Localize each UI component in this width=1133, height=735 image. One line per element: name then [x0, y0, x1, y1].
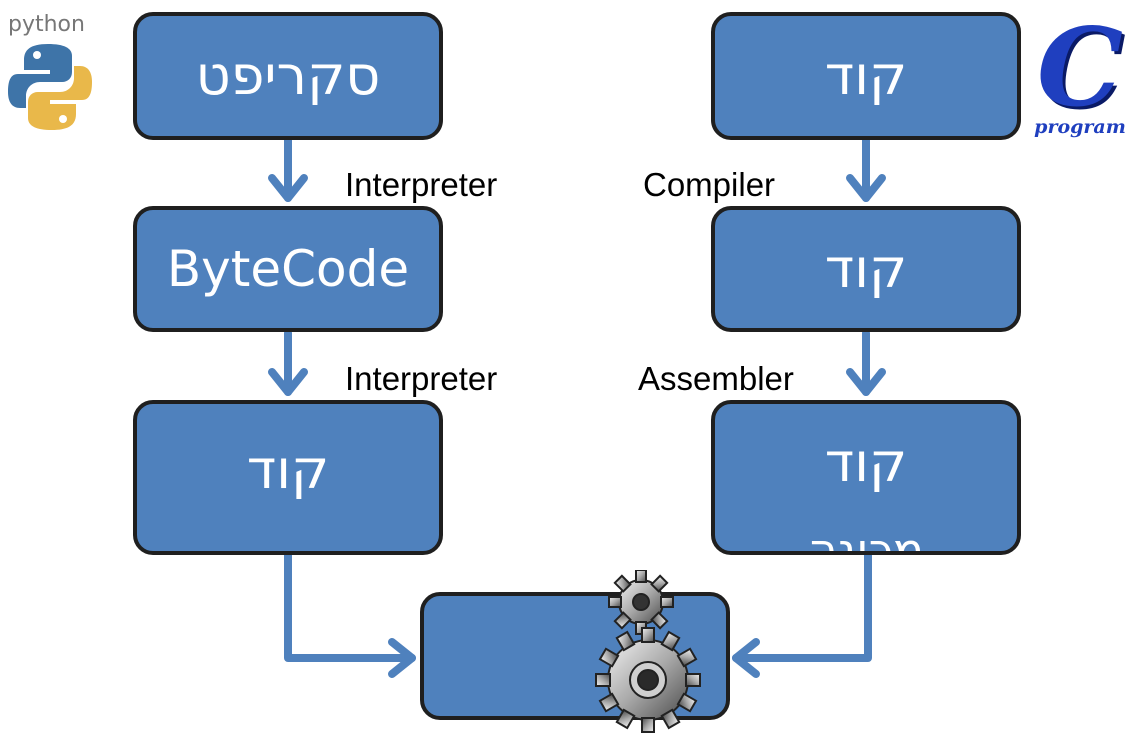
left-code-box: קוד: [133, 400, 443, 555]
python-snakes-icon: [8, 44, 92, 130]
c-logo-text: program: [1034, 116, 1126, 138]
arrow-left-1: [268, 136, 308, 202]
source-code-box: קוד: [711, 12, 1021, 140]
assembly-code-box-label: קוד: [824, 237, 908, 300]
source-code-box-label: קוד: [824, 44, 908, 107]
machine-code-box-subtext: מכונה: [807, 523, 925, 555]
script-box: סקריפט: [133, 12, 443, 140]
compiler-label: Compiler: [643, 166, 776, 203]
c-program-logo: C program: [1030, 14, 1130, 154]
python-logo: python: [8, 14, 98, 134]
assembler-label: Assembler: [638, 360, 794, 397]
assembly-code-box: קוד: [711, 206, 1021, 332]
arrow-left-2: [268, 329, 308, 396]
machine-code-box-label: קוד: [824, 430, 908, 494]
machine-code-box: קוד מכונה: [711, 400, 1021, 555]
script-box-label: סקריפט: [195, 44, 381, 107]
python-logo-text: python: [8, 12, 85, 37]
interpreter-label-2: Interpreter: [345, 360, 498, 397]
bytecode-box: ByteCode: [133, 206, 443, 332]
arrow-right-to-machine: [732, 551, 872, 678]
arrow-right-2: [846, 329, 886, 396]
left-code-box-label: קוד: [246, 437, 330, 501]
arrow-right-1: [846, 136, 886, 202]
interpreter-label-1: Interpreter: [345, 166, 498, 203]
gears-icon: [595, 570, 701, 733]
bytecode-box-label: ByteCode: [166, 240, 410, 298]
c-logo-letter: C: [1037, 5, 1123, 131]
arrow-left-to-machine: [284, 551, 416, 678]
